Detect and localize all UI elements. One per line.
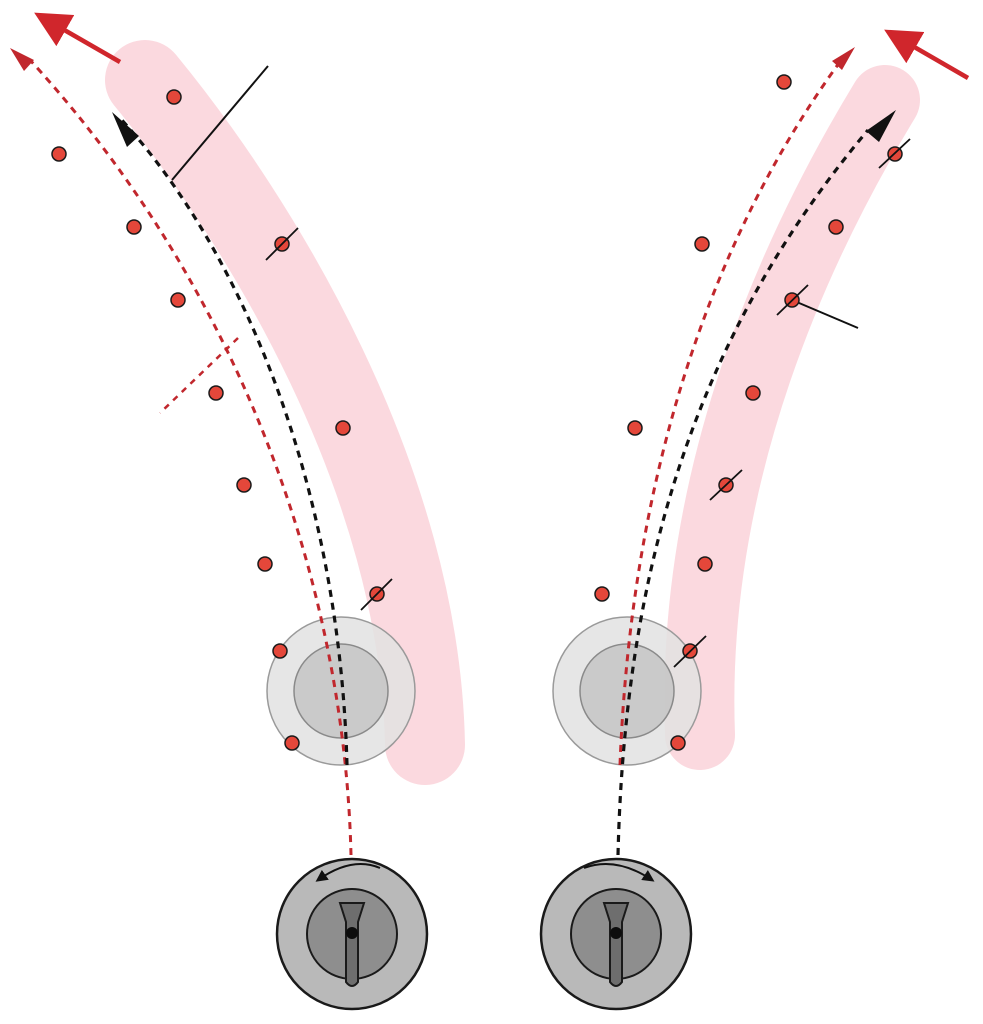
left-dot	[236, 477, 252, 493]
left-dot	[335, 420, 351, 436]
left-red-arrowhead-small	[10, 48, 34, 71]
right-red-arrow	[884, 29, 970, 80]
right-tick	[709, 469, 743, 501]
left-dot	[51, 146, 67, 162]
left-guide-disc	[266, 616, 416, 766]
right-dot	[694, 236, 710, 252]
left-knob-pivot	[346, 927, 358, 939]
right-actual-path	[618, 54, 847, 766]
left-knob	[275, 857, 429, 1011]
left-tick	[265, 227, 299, 261]
left-leader-line	[171, 65, 269, 181]
right-tick	[878, 138, 911, 169]
right-dot	[670, 735, 686, 751]
left-panel	[10, 12, 465, 1011]
right-black-arrow-head	[866, 110, 896, 142]
right-tolerance-band	[664, 65, 920, 770]
left-planned-path	[118, 116, 349, 766]
left-dot	[284, 735, 300, 751]
right-knob-handle	[602, 902, 630, 987]
left-red-arrow	[34, 12, 122, 64]
left-dot	[272, 643, 288, 659]
left-tolerance-band	[105, 40, 465, 785]
right-panel	[539, 29, 970, 1011]
right-dot	[776, 74, 792, 90]
left-black-arrow-head	[112, 112, 139, 147]
left-rotation-arrow-icon	[315, 863, 381, 882]
right-tick	[776, 284, 809, 316]
right-tick-marks	[673, 138, 911, 668]
left-branch-dashed-line	[159, 337, 239, 414]
right-dot	[745, 385, 761, 401]
right-leader-line	[791, 299, 859, 329]
left-dot	[208, 385, 224, 401]
right-dot	[627, 420, 643, 436]
left-tick	[360, 578, 393, 611]
right-rotation-arrow-icon	[583, 863, 655, 882]
right-tick	[673, 635, 707, 668]
left-dot	[257, 556, 273, 572]
right-knob-pivot	[610, 927, 622, 939]
right-planned-path	[616, 128, 870, 856]
right-red-arrowhead-small	[832, 47, 855, 70]
left-dot	[170, 292, 186, 308]
left-dot	[166, 89, 182, 105]
left-knob-handle	[338, 902, 366, 987]
right-dot	[828, 219, 844, 235]
left-tick-marks	[265, 227, 393, 611]
left-dot	[126, 219, 142, 235]
right-dot	[697, 556, 713, 572]
right-dot	[594, 586, 610, 602]
right-knob	[539, 857, 693, 1011]
right-guide-disc	[552, 616, 702, 766]
